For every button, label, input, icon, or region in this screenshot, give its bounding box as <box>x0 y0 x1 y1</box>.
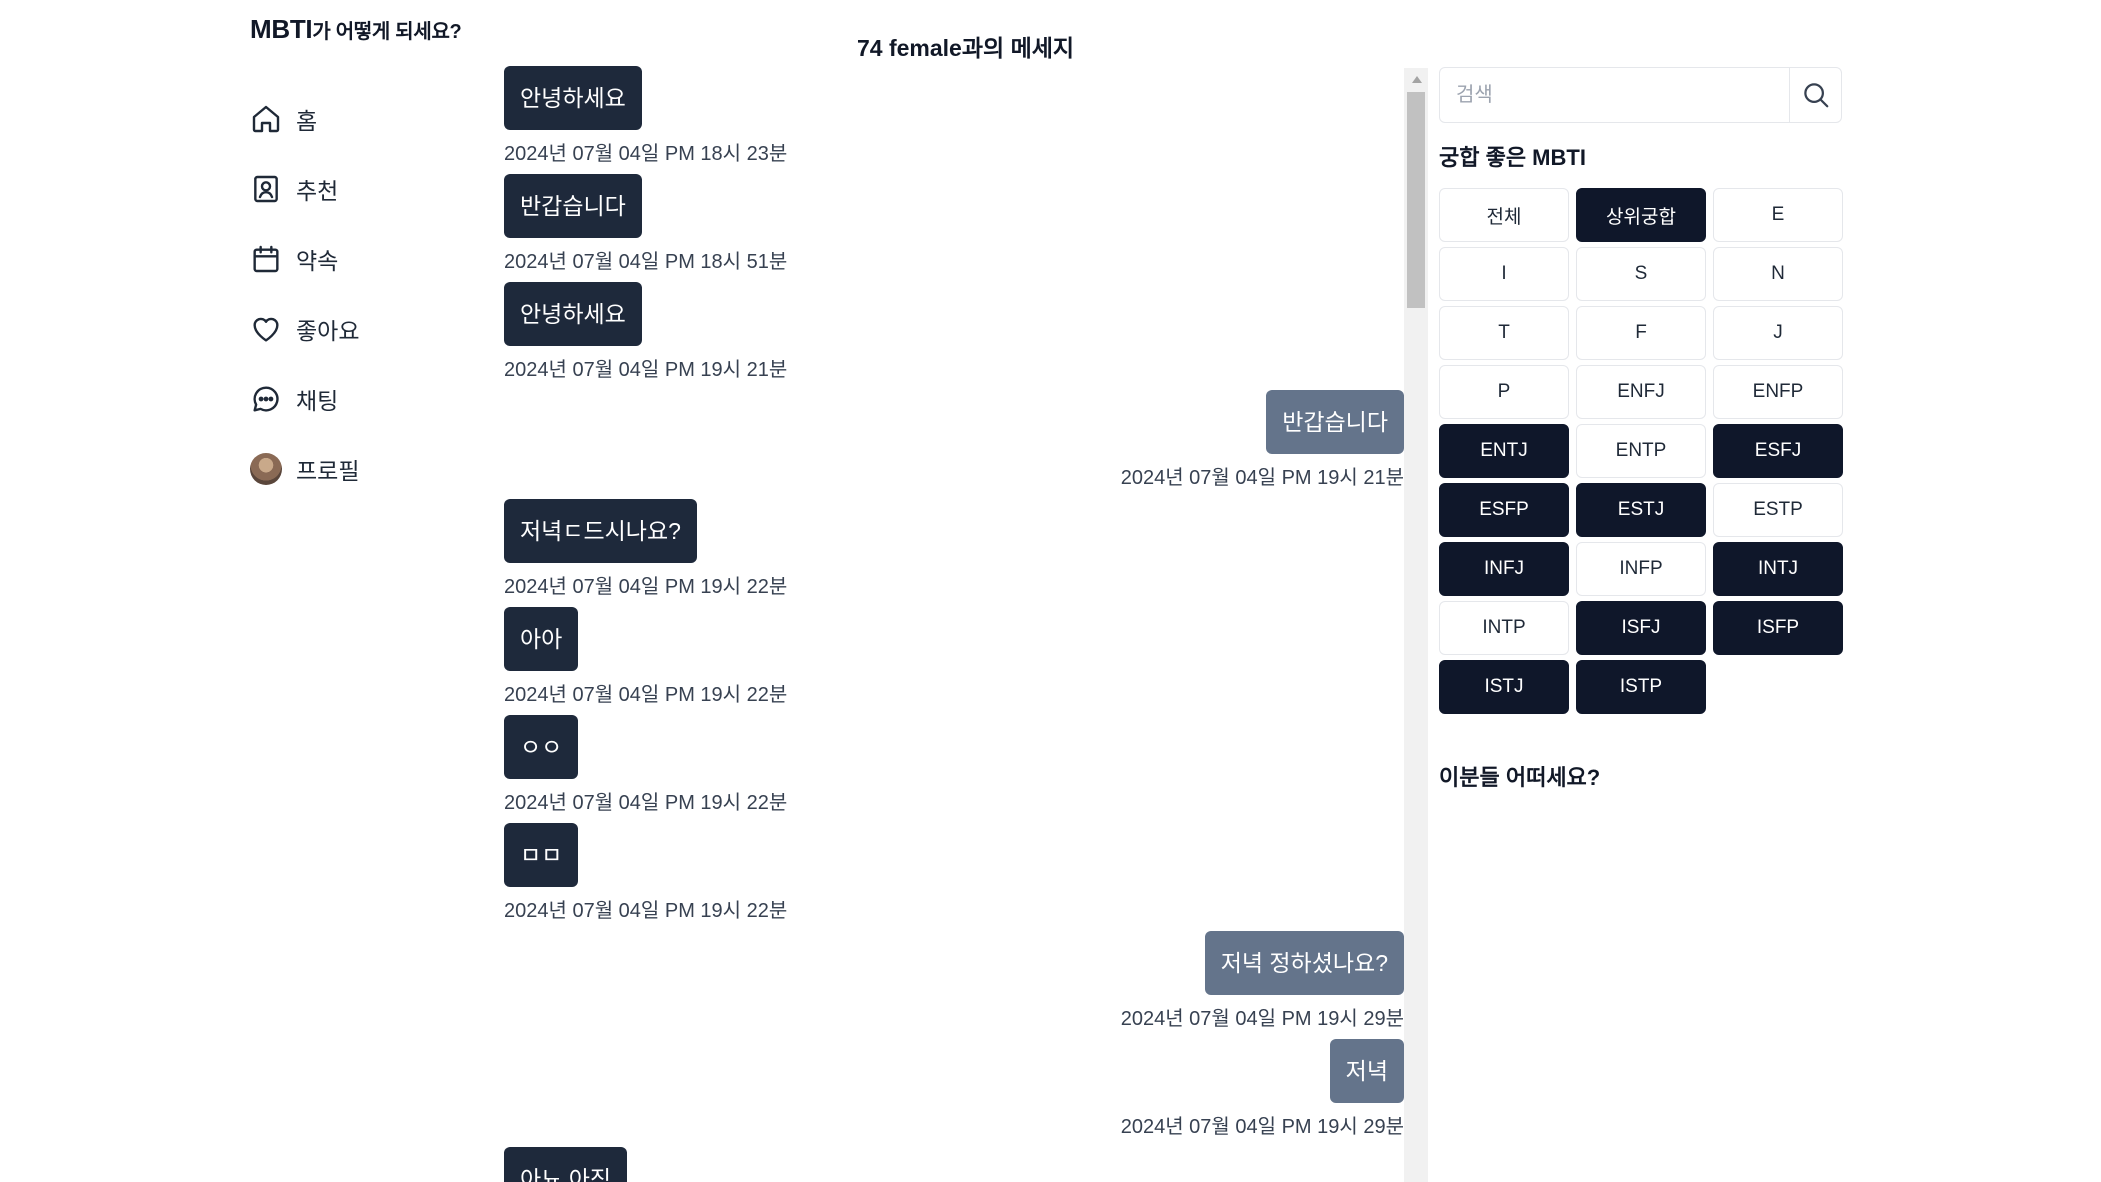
scrollbar-thumb[interactable] <box>1407 92 1425 308</box>
scroll-up-arrow-icon[interactable] <box>1412 76 1422 83</box>
avatar <box>250 453 282 485</box>
mbti-filter-chip[interactable]: N <box>1713 247 1843 301</box>
message-bubble: 안녕하세요 <box>504 66 642 130</box>
message-item: 반갑습니다 2024년 07월 04일 PM 18시 51분 <box>504 174 787 274</box>
suggest-section-title: 이분들 어떠세요? <box>1439 765 1601 790</box>
message-timestamp: 2024년 07월 04일 PM 19시 22분 <box>504 900 788 922</box>
chat-title-suffix: 과의 메세지 <box>961 35 1075 61</box>
chat-title: 74 female과의 메세지 <box>857 29 1074 63</box>
message-timestamp: 2024년 07월 04일 PM 19시 22분 <box>504 576 788 598</box>
mbti-filter-chip[interactable]: ENFJ <box>1576 365 1706 419</box>
nav-label-chat: 채팅 <box>296 388 339 414</box>
nav-label-recommend: 추천 <box>296 178 339 204</box>
mbti-filter-chip[interactable]: F <box>1576 306 1706 360</box>
nav-label-likes: 좋아요 <box>296 318 360 344</box>
message-bubble: ㅇㅇ <box>504 715 579 779</box>
mbti-filter-chip[interactable]: ISFP <box>1713 601 1843 655</box>
search-divider <box>1789 68 1790 122</box>
mbti-filter-chip[interactable]: ISTJ <box>1439 660 1569 714</box>
calendar-icon <box>253 245 279 273</box>
search-box <box>1439 67 1842 123</box>
search-icon <box>1804 83 1829 108</box>
mbti-filter-chip[interactable]: ENTP <box>1576 424 1706 478</box>
message-bubble: 아아 <box>504 607 579 671</box>
contact-card-icon <box>254 175 278 203</box>
message-item: 저녁 정하셨나요? 2024년 07월 04일 PM 19시 29분 <box>1121 931 1404 1031</box>
nav-item-home[interactable]: 홈 <box>250 84 470 154</box>
chat-bubble-icon <box>253 386 279 412</box>
compat-section-title: 궁합 좋은 MBTI <box>1439 145 1586 170</box>
message-item: 아아 2024년 07월 04일 PM 19시 22분 <box>504 607 787 707</box>
mbti-filter-chip[interactable]: INFJ <box>1439 542 1569 596</box>
mbti-filter-chip[interactable]: I <box>1439 247 1569 301</box>
nav-label-appointment: 약속 <box>296 248 339 274</box>
message-bubble: 반갑습니다 <box>1266 390 1404 454</box>
message-timestamp: 2024년 07월 04일 PM 18시 23분 <box>504 143 788 165</box>
mbti-filter-chip[interactable]: INFP <box>1576 542 1706 596</box>
search-input[interactable] <box>1440 68 1788 122</box>
message-timestamp: 2024년 07월 04일 PM 19시 29분 <box>1120 1008 1404 1030</box>
chat-messages[interactable]: 안녕하세요 2024년 07월 04일 PM 18시 23분 반갑습니다 202… <box>504 66 1404 1182</box>
mbti-filter-chip[interactable]: INTJ <box>1713 542 1843 596</box>
nav-item-chat[interactable]: 채팅 <box>250 364 470 434</box>
nav-item-recommend[interactable]: 추천 <box>250 154 470 224</box>
message-item: 안녕하세요 2024년 07월 04일 PM 19시 21분 <box>504 282 787 382</box>
brand-suffix: 가 어떻게 되세요? <box>312 21 462 43</box>
message-bubble: 반갑습니다 <box>504 174 642 238</box>
message-timestamp: 2024년 07월 04일 PM 19시 21분 <box>1120 467 1404 489</box>
message-timestamp: 2024년 07월 04일 PM 19시 21분 <box>504 359 788 381</box>
chat-scrollbar[interactable] <box>1404 68 1428 1182</box>
mbti-filter-chip[interactable]: E <box>1713 188 1843 242</box>
mbti-filter-chip[interactable]: ESTP <box>1713 483 1843 537</box>
mbti-filter-chip[interactable]: P <box>1439 365 1569 419</box>
nav-label-profile: 프로필 <box>296 458 360 484</box>
message-item: 반갑습니다 2024년 07월 04일 PM 19시 21분 <box>1121 390 1404 490</box>
message-timestamp: 2024년 07월 04일 PM 19시 22분 <box>504 684 788 706</box>
search-button[interactable] <box>1790 68 1842 122</box>
nav-item-profile[interactable]: 프로필 <box>250 434 470 504</box>
message-timestamp: 2024년 07월 04일 PM 18시 51분 <box>504 251 788 273</box>
mbti-filter-chip[interactable]: J <box>1713 306 1843 360</box>
mbti-filter-chip[interactable]: ESFP <box>1439 483 1569 537</box>
nav-item-likes[interactable]: 좋아요 <box>250 294 470 364</box>
mbti-filter-chip[interactable]: 전체 <box>1439 188 1569 242</box>
mbti-filter-chip[interactable]: ESTJ <box>1576 483 1706 537</box>
message-bubble: 저녁ㄷ드시나요? <box>504 499 697 563</box>
brand-main: MBTI <box>250 14 313 44</box>
message-item: 저녁 2024년 07월 04일 PM 19시 29분 <box>1121 1039 1404 1139</box>
mbti-filter-chip[interactable]: ENTJ <box>1439 424 1569 478</box>
home-icon <box>252 105 280 133</box>
message-bubble: 저녁 <box>1329 1039 1404 1103</box>
message-item: 안녕하세요 2024년 07월 04일 PM 18시 23분 <box>504 66 787 166</box>
brand-logo[interactable]: MBTI가 어떻게 되세요? <box>250 14 462 45</box>
message-item: 저녁ㄷ드시나요? 2024년 07월 04일 PM 19시 22분 <box>504 499 787 599</box>
message-bubble: 아뇨 아직 <box>504 1147 628 1182</box>
heart-icon <box>253 317 279 342</box>
mbti-filter-chip[interactable]: ISTP <box>1576 660 1706 714</box>
mbti-filter-chip[interactable]: ENFP <box>1713 365 1843 419</box>
message-timestamp: 2024년 07월 04일 PM 19시 29분 <box>1120 1116 1404 1138</box>
message-item: 아뇨 아직 <box>504 1147 628 1182</box>
message-bubble: 안녕하세요 <box>504 282 642 346</box>
message-bubble: ㅁㅁ <box>504 823 579 887</box>
mbti-filter-chip[interactable]: T <box>1439 306 1569 360</box>
chat-partner-name: 74 female <box>857 35 962 61</box>
mbti-filter-chip[interactable]: S <box>1576 247 1706 301</box>
mbti-filter-chip[interactable]: 상위궁합 <box>1576 188 1706 242</box>
message-bubble: 저녁 정하셨나요? <box>1204 931 1404 995</box>
sidebar-nav: 홈 추천 약속 좋아요 채팅 프로필 <box>250 84 470 504</box>
nav-label-home: 홈 <box>296 108 318 134</box>
nav-item-appointment[interactable]: 약속 <box>250 224 470 294</box>
mbti-filter-chip[interactable]: INTP <box>1439 601 1569 655</box>
message-item: ㅁㅁ 2024년 07월 04일 PM 19시 22분 <box>504 823 787 923</box>
mbti-filter-chip[interactable]: ESFJ <box>1713 424 1843 478</box>
mbti-filter-chip[interactable]: ISFJ <box>1576 601 1706 655</box>
message-item: ㅇㅇ 2024년 07월 04일 PM 19시 22분 <box>504 715 787 815</box>
message-timestamp: 2024년 07월 04일 PM 19시 22분 <box>504 792 788 814</box>
